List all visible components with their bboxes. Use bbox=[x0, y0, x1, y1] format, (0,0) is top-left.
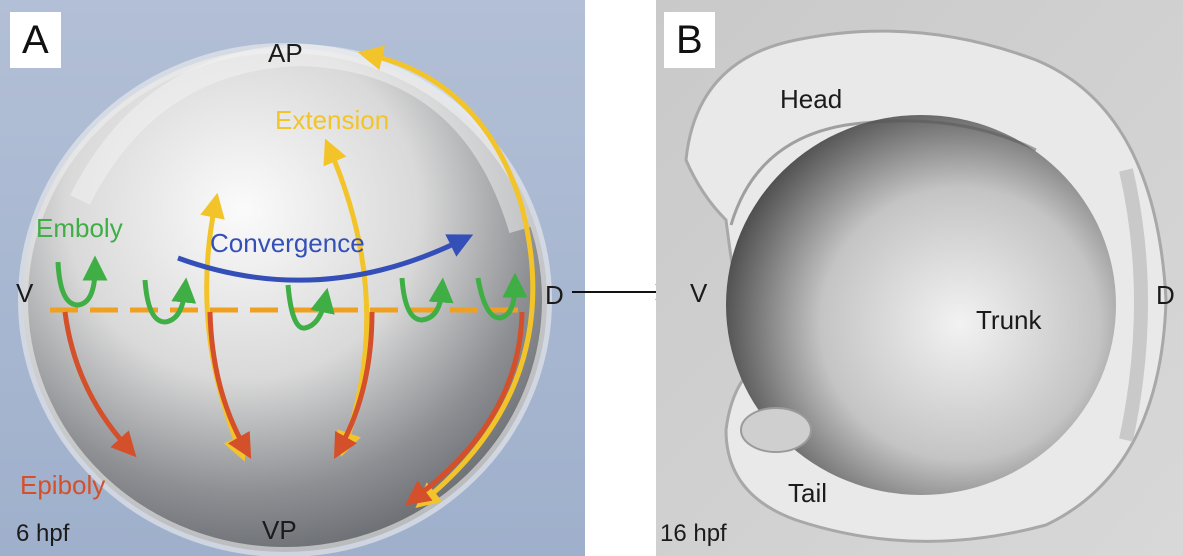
ap-label: AP bbox=[268, 38, 303, 69]
panel-b-letter: B bbox=[664, 12, 715, 68]
panel-b: B Head Trunk Tail V D 16 hpf bbox=[656, 0, 1183, 556]
embryo-16hpf-image bbox=[656, 0, 1183, 556]
dorsal-label-b: D bbox=[1156, 280, 1175, 311]
trunk-label: Trunk bbox=[976, 305, 1042, 336]
stage-6hpf: 6 hpf bbox=[16, 520, 69, 548]
panel-a-letter: A bbox=[10, 12, 61, 68]
dorsal-label: D bbox=[545, 280, 564, 311]
epiboly-label: Epiboly bbox=[20, 470, 105, 501]
ventral-label: V bbox=[16, 278, 33, 309]
head-label: Head bbox=[780, 84, 842, 115]
emboly-label: Emboly bbox=[36, 213, 123, 244]
stage-16hpf: 16 hpf bbox=[660, 520, 727, 548]
ventral-label-b: V bbox=[690, 278, 707, 309]
convergence-label: Convergence bbox=[210, 228, 365, 259]
panel-a: A AP VP V D Extension Emboly Convergence… bbox=[0, 0, 585, 556]
tail-label: Tail bbox=[788, 478, 827, 509]
extension-label: Extension bbox=[275, 105, 389, 136]
vp-label: VP bbox=[262, 515, 297, 546]
